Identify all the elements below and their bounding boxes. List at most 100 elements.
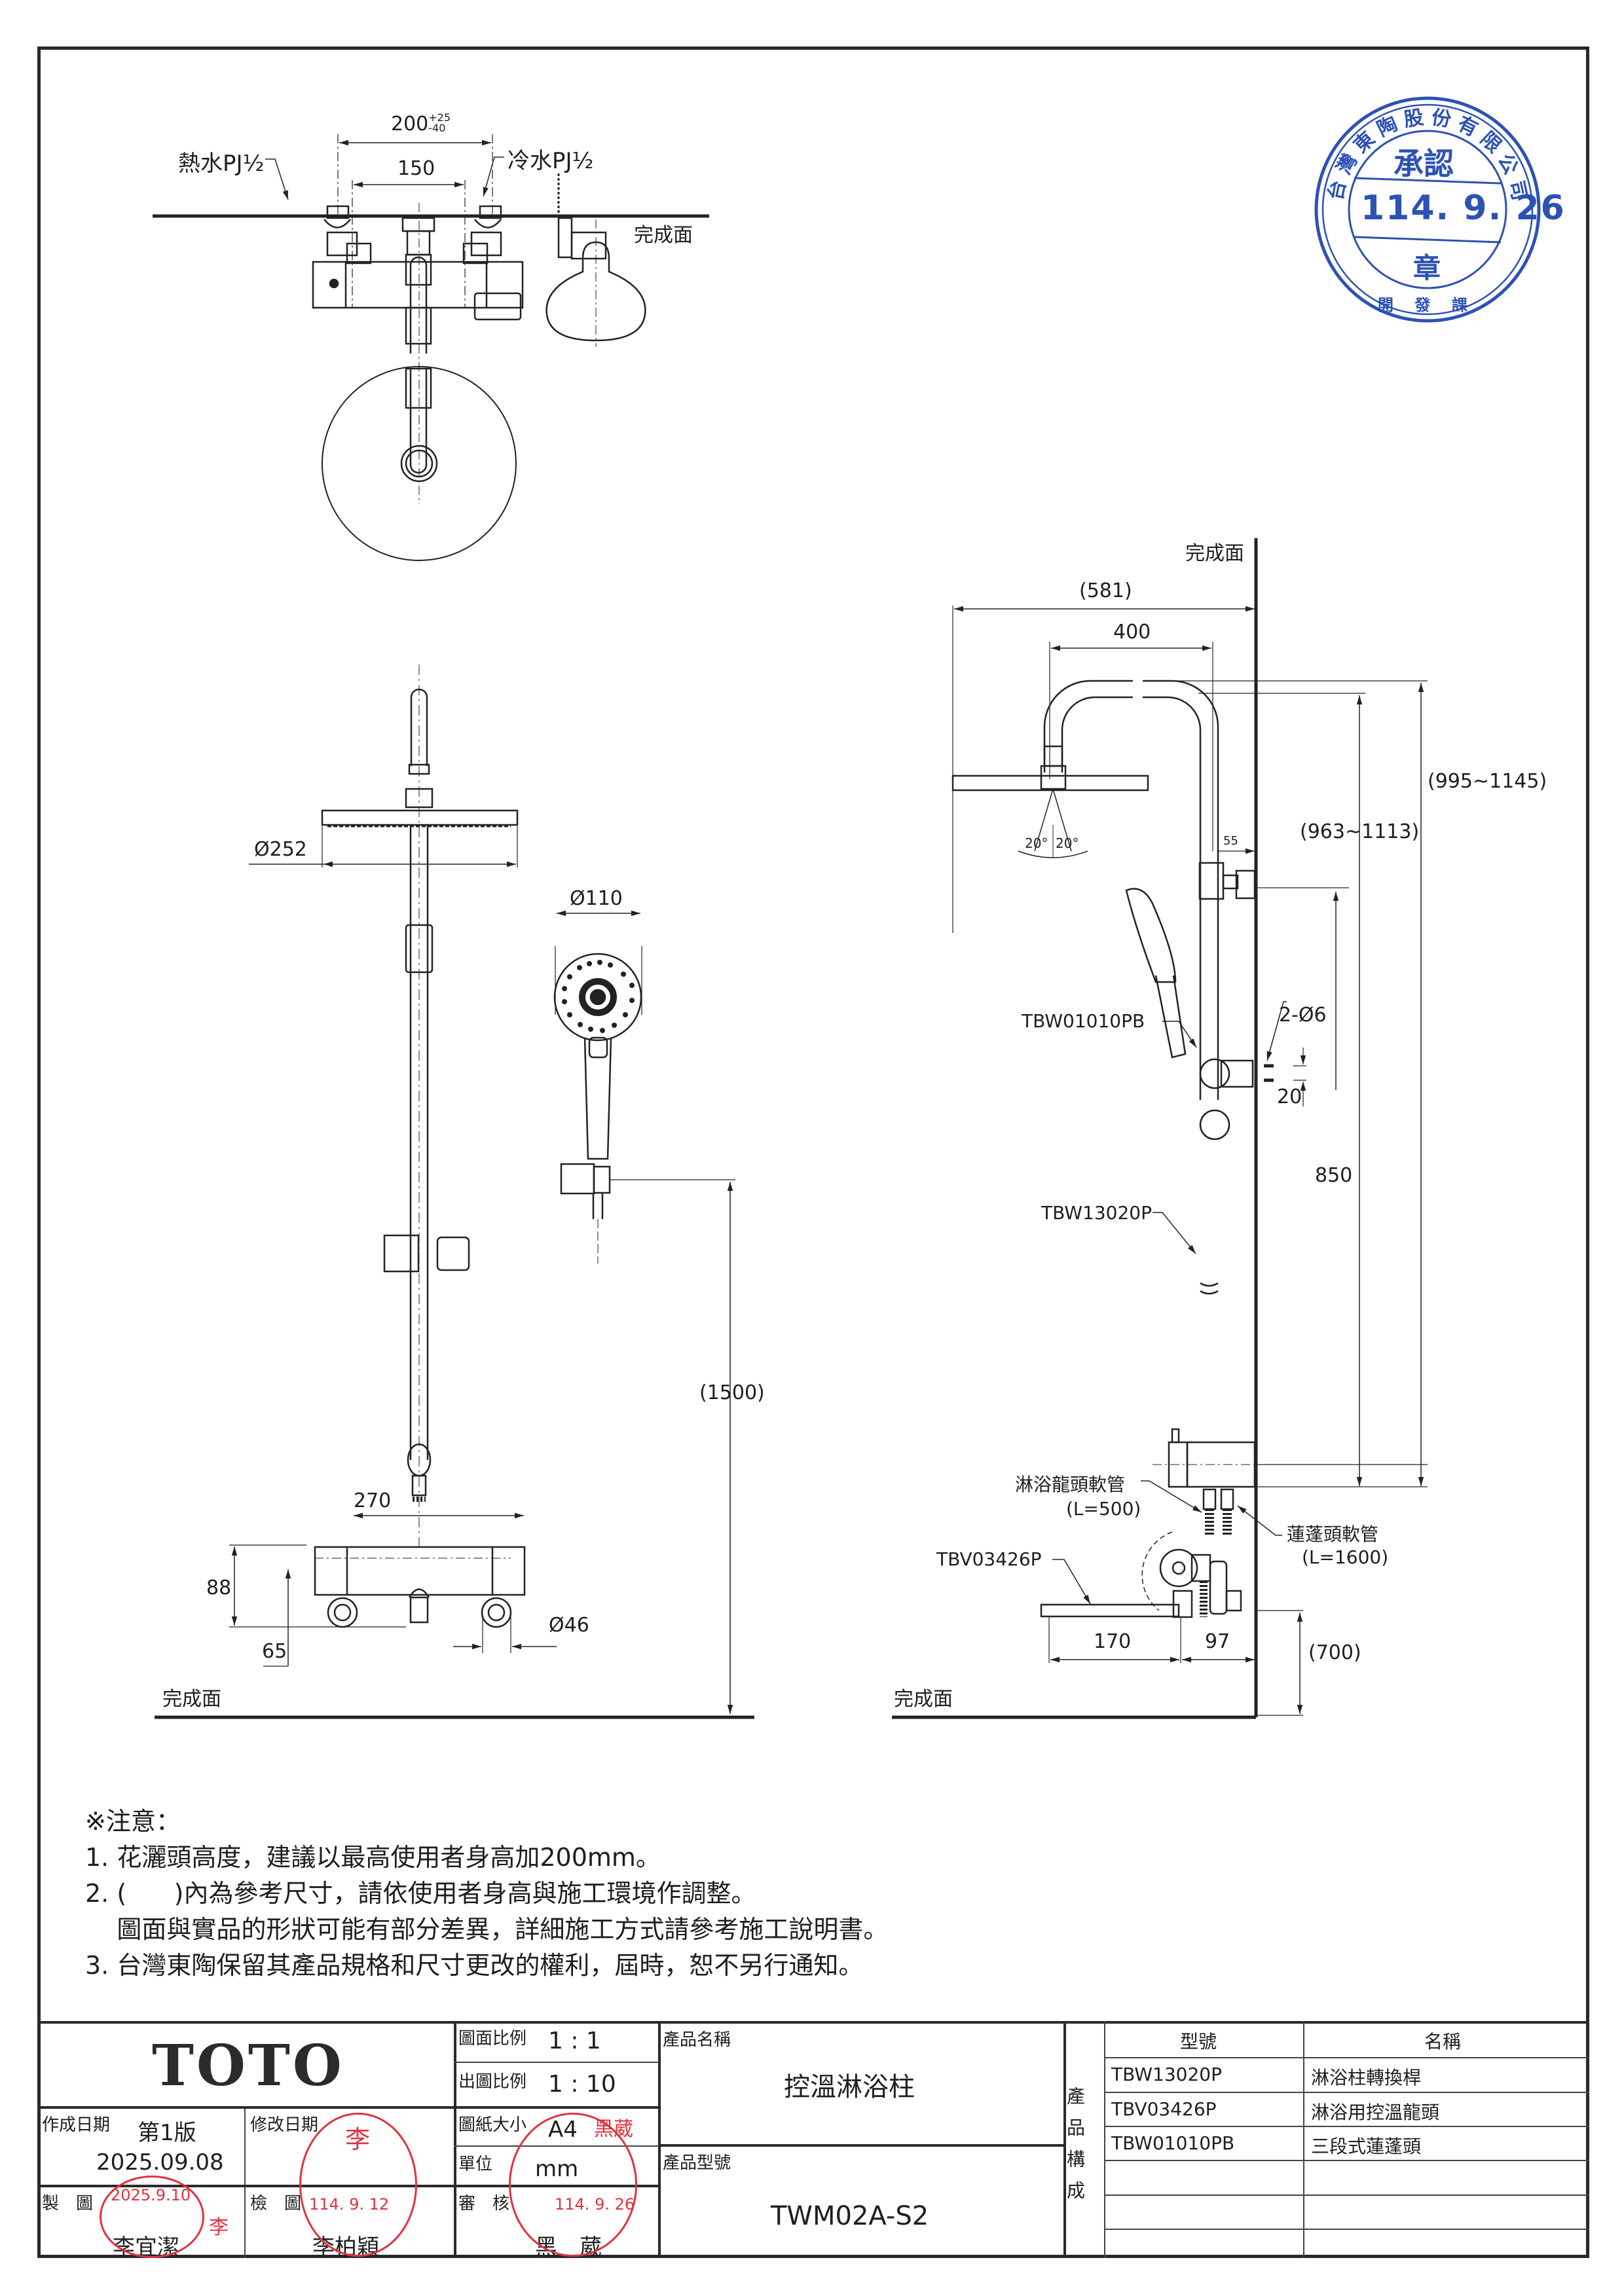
dim-shower-height: (1500)	[699, 1381, 765, 1404]
divider	[454, 2062, 658, 2063]
drawn-by-stamp	[100, 2176, 204, 2258]
dim-97: 97	[1205, 1630, 1230, 1653]
version-label: 第1版	[138, 2120, 196, 2146]
product-model-value: TWM02A-S2	[771, 2201, 929, 2231]
note-item: 2. ( )內為參考尺寸，請依使用者身高與施工環境作調整。	[85, 1879, 756, 1908]
divider	[658, 2021, 661, 2258]
dim-valve-width: 270	[354, 1489, 392, 1512]
product-model-label: 產品型號	[663, 2153, 731, 2173]
product-name-value: 控溫淋浴柱	[784, 2072, 915, 2102]
stamp-company-char: 東	[1349, 127, 1380, 158]
approved-by-stamp	[509, 2113, 637, 2257]
stamp-company-char: 灣	[1332, 150, 1363, 179]
dim-20: 20	[1277, 1085, 1302, 1108]
front-view	[155, 665, 754, 1719]
cold-water-inlet-label: 冷水PJ½	[507, 148, 594, 174]
dim-rain-head-diameter: Ø252	[254, 838, 307, 861]
dim-55: 55	[1223, 834, 1238, 848]
modified-date-label: 修改日期	[250, 2115, 319, 2135]
stamp-company-char: 台	[1324, 178, 1351, 203]
callout-hand-shower: TBW01010PB	[1022, 1010, 1145, 1032]
callout-valve: TBV03426P	[936, 1548, 1042, 1570]
dim-581: (581)	[1079, 579, 1132, 602]
dim-850: 850	[1315, 1164, 1353, 1187]
dim-valve-center: 65	[262, 1640, 287, 1663]
dim-170: 170	[1094, 1630, 1132, 1653]
dim-mounting-holes: 2-Ø6	[1279, 1004, 1327, 1027]
divider	[37, 2106, 658, 2109]
dim-hand-shower-diameter: Ø110	[570, 887, 623, 910]
stamp-company-char: 限	[1475, 127, 1506, 158]
paper-size-label: 圖紙大小	[458, 2115, 527, 2135]
tolerance-minus: -40	[428, 122, 446, 134]
dim-963-1113: (963~1113)	[1300, 820, 1420, 843]
divider	[454, 2021, 456, 2258]
parts-header-name: 名稱	[1424, 2031, 1462, 2052]
callout-shower-hose: 蓮蓬頭軟管	[1287, 1523, 1379, 1545]
finish-surface-label-front: 完成面	[162, 1688, 221, 1711]
print-scale-value: 1 : 10	[548, 2071, 616, 2098]
spray-angle-right: 20°	[1056, 835, 1079, 851]
stamp-company-char: 有	[1454, 112, 1482, 142]
note-item: 1. 花灑頭高度，建議以最高使用者身高加200mm。	[85, 1843, 661, 1872]
finish-surface-label-plan: 完成面	[634, 224, 693, 247]
plan-view	[153, 134, 709, 561]
dim-inlet-spacing-value: 200	[391, 113, 429, 136]
checked-stamp-date: 114. 9. 12	[309, 2195, 390, 2214]
dim-150: 150	[397, 157, 435, 180]
created-date-label: 作成日期	[42, 2115, 111, 2135]
finish-surface-label-wall: 完成面	[1185, 542, 1244, 565]
divider	[244, 2106, 246, 2258]
checked-by-label: 檢 圖	[250, 2194, 302, 2214]
divider	[1063, 2021, 1066, 2258]
approval-stamp	[1314, 96, 1541, 323]
stamp-company-char: 陶	[1373, 112, 1401, 142]
checked-by-stamp	[299, 2113, 417, 2257]
stamp-company-char: 份	[1430, 105, 1453, 132]
part-model: TBV03426P	[1111, 2098, 1217, 2120]
tolerance-plus: +25	[428, 111, 451, 124]
divider	[1104, 2229, 1589, 2230]
part-name: 三段式蓮蓬頭	[1311, 2136, 1422, 2157]
drawn-by-label: 製 圖	[42, 2194, 94, 2214]
composition-label: 產品構成	[1064, 2086, 1086, 2212]
stamp-title: 承認	[1393, 146, 1454, 181]
notes-heading: ※注意：	[85, 1807, 181, 1836]
stamp-company-char: 股	[1402, 105, 1426, 132]
divider	[1104, 2057, 1589, 2058]
dim-knob-diameter: Ø46	[549, 1614, 589, 1637]
part-model: TBW13020P	[1111, 2064, 1222, 2085]
note-item: 3. 台灣東陶保留其產品規格和尺寸更改的權利，屆時，恕不另行通知。	[85, 1951, 864, 1980]
drawn-stamp-date: 2025.9.10	[111, 2186, 191, 2204]
part-model: TBW01010PB	[1111, 2132, 1235, 2154]
divider	[1104, 2021, 1105, 2258]
callout-shower-hose-length: (L=1600)	[1302, 1546, 1389, 1568]
created-date-value: 2025.09.08	[96, 2149, 224, 2176]
divider	[1104, 2092, 1589, 2093]
approved-stamp-date: 114. 9. 26	[555, 2195, 635, 2214]
part-name: 淋浴用控溫龍頭	[1311, 2102, 1440, 2123]
divider	[658, 2144, 1063, 2147]
finish-surface-label-floor: 完成面	[894, 1688, 953, 1711]
unit-label: 單位	[458, 2155, 493, 2174]
nozzle-dots	[562, 960, 635, 1033]
approved-by-label: 審 核	[458, 2194, 510, 2214]
stamp-department: 開 發 課	[1378, 296, 1475, 314]
dim-700: (700)	[1308, 1641, 1361, 1664]
callout-faucet-hose: 淋浴龍頭軟管	[1015, 1474, 1126, 1495]
stamp-date: 114. 9. 26	[1361, 189, 1566, 228]
dim-995-1145: (995~1145)	[1428, 770, 1547, 793]
checked-stamp-name: 李	[345, 2125, 371, 2154]
stamp-company-char: 公	[1492, 150, 1523, 179]
tb-top-line	[37, 2021, 1589, 2024]
dim-400: 400	[1113, 621, 1151, 644]
title-block: TOTO 圖面比例 1 : 1 出圖比例 1 : 10 圖紙大小 A4 單位 m…	[37, 2021, 1589, 2261]
dim-inlet-spacing: 200+25-40	[391, 113, 451, 136]
note-item: 圖面與實品的形狀可能有部分差異，詳細施工方式請參考施工說明書。	[85, 1915, 889, 1944]
drawing-scale-value: 1 : 1	[548, 2028, 601, 2054]
toto-logo: TOTO	[152, 2033, 344, 2099]
callout-faucet-hose-length: (L=500)	[1066, 1498, 1141, 1520]
drawn-stamp-name: 李	[209, 2216, 229, 2239]
part-name: 淋浴柱轉換桿	[1311, 2067, 1422, 2088]
